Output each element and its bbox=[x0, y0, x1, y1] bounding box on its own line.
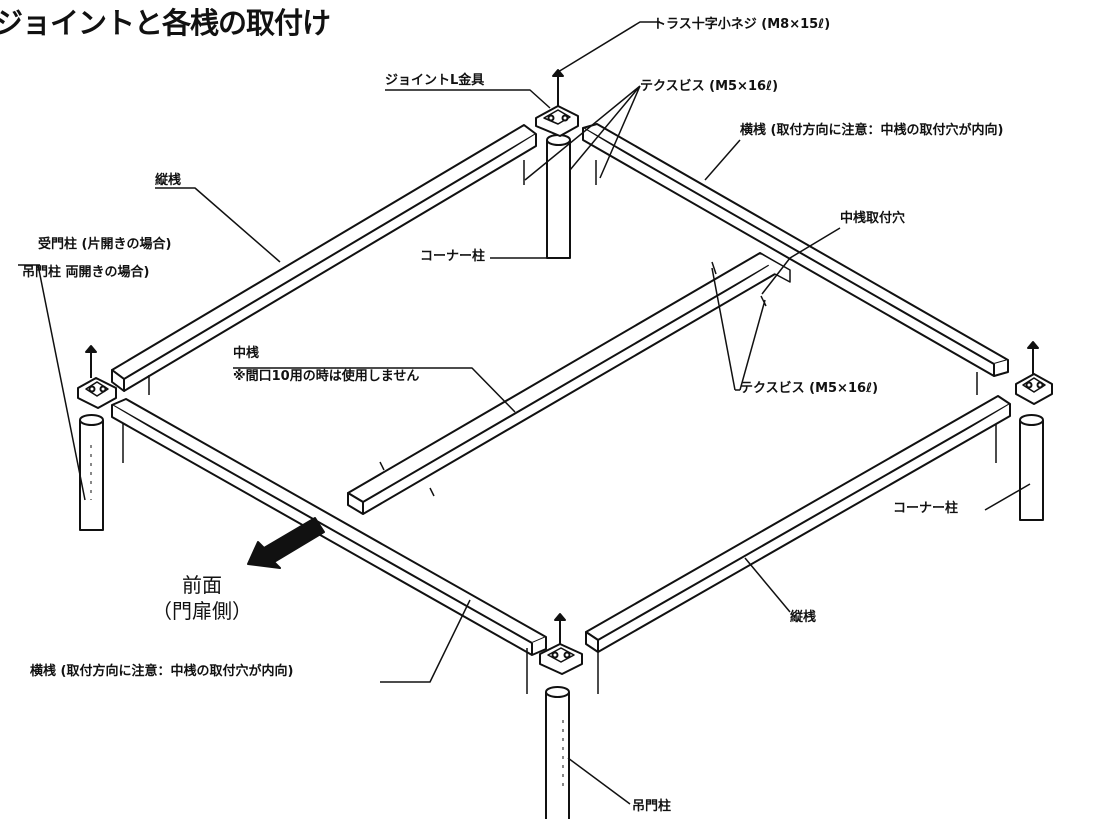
label-yokosan-top: 横桟 (取付方向に注意：中桟の取付穴が内向) bbox=[740, 123, 1004, 138]
joint-bracket-right bbox=[1015, 373, 1053, 405]
joint-bracket-left bbox=[77, 377, 117, 409]
page-title: ジョイントと各桟の取付け bbox=[0, 6, 331, 40]
label-tatesan-left: 縦桟 bbox=[155, 173, 182, 188]
label-tex-screw-top: テクスビス (M5×16ℓ) bbox=[640, 79, 779, 94]
label-nakasan: 中桟 bbox=[233, 346, 260, 361]
tatesan-left-rail bbox=[111, 124, 537, 392]
nakasan-rail bbox=[347, 252, 791, 515]
truss-screws bbox=[85, 69, 1039, 644]
label-front-line2: （門扉側） bbox=[152, 599, 252, 623]
front-arrow-icon bbox=[247, 517, 325, 569]
label-yokosan-bottom: 横桟 (取付方向に注意：中桟の取付穴が内向) bbox=[30, 664, 294, 679]
label-tsurimon: 吊門柱 bbox=[632, 799, 672, 814]
post-bottom-tsurimon bbox=[545, 686, 570, 819]
yokosan-top-rail bbox=[582, 123, 1009, 377]
leader-lines bbox=[18, 21, 1031, 805]
label-corner-post-top: コーナー柱 bbox=[420, 249, 486, 264]
label-tatesan-right: 縦桟 bbox=[790, 610, 817, 625]
joint-bracket-bottom bbox=[539, 643, 583, 675]
joint-bracket-top bbox=[535, 105, 579, 137]
label-truss-screw: トラス十字小ネジ (M8×15ℓ) bbox=[653, 17, 831, 32]
label-joint-l: ジョイントL金具 bbox=[385, 73, 485, 88]
label-ukemon: 受門柱 (片開きの場合) bbox=[38, 237, 172, 252]
label-nakasan-hole: 中桟取付穴 bbox=[840, 211, 906, 226]
tatesan-right-rail bbox=[585, 395, 1011, 653]
label-corner-post-right: コーナー柱 bbox=[893, 501, 959, 516]
label-tsurimon-ryobiraki: 吊門柱 両開きの場合) bbox=[22, 265, 150, 280]
corner-post-right bbox=[1019, 414, 1044, 521]
label-tex-screw-mid: テクスビス (M5×16ℓ) bbox=[740, 381, 879, 396]
label-front: 前面 （門扉側） bbox=[152, 572, 252, 624]
tex-screws bbox=[122, 160, 997, 694]
label-nakasan-note: ※間口10用の時は使用しません bbox=[233, 369, 420, 384]
label-front-line1: 前面 bbox=[182, 573, 222, 597]
post-left bbox=[79, 414, 104, 531]
